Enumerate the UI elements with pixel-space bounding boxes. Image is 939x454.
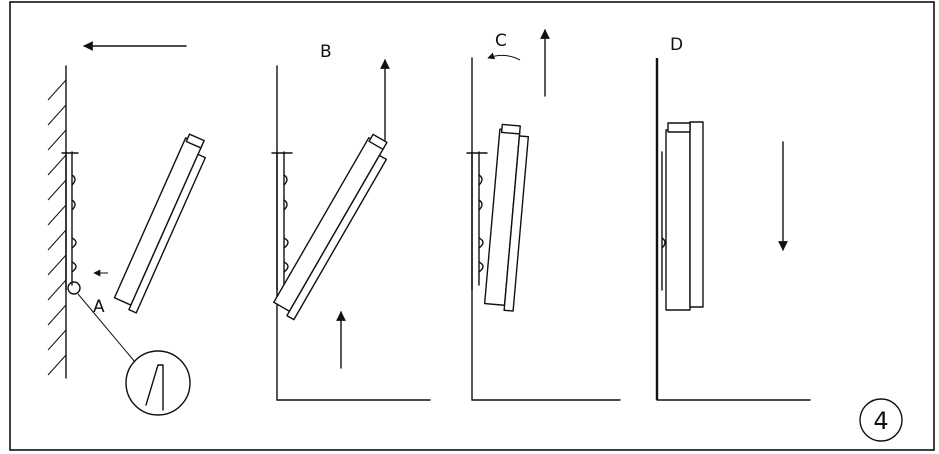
- panel-d: [665, 121, 704, 311]
- label-c: C: [495, 31, 507, 51]
- detail-circle: [125, 350, 191, 416]
- bracket-d: [661, 151, 666, 291]
- wall-bracket: [61, 151, 79, 291]
- wall-hatching: [47, 79, 67, 376]
- bracket-b: [271, 151, 293, 291]
- panel-a: [113, 133, 207, 314]
- step-number-circle: [859, 398, 903, 442]
- panel-b: [273, 133, 388, 321]
- step-d-group: D: [655, 35, 811, 401]
- rotate-arrow-c: [487, 52, 521, 61]
- detail-leader: [77, 293, 136, 363]
- step-number: 4: [873, 407, 888, 435]
- hook-a: [67, 281, 81, 295]
- label-a: A: [93, 297, 105, 317]
- panel-c: [483, 123, 530, 312]
- bracket-c: [466, 151, 488, 291]
- step-b-group: B: [271, 42, 431, 401]
- label-b: B: [320, 42, 332, 62]
- step-a-group: A: [47, 41, 207, 416]
- step-c-group: C: [466, 29, 621, 401]
- label-d: D: [670, 35, 683, 55]
- outer-frame: [9, 1, 935, 451]
- detail-hook: [145, 364, 164, 411]
